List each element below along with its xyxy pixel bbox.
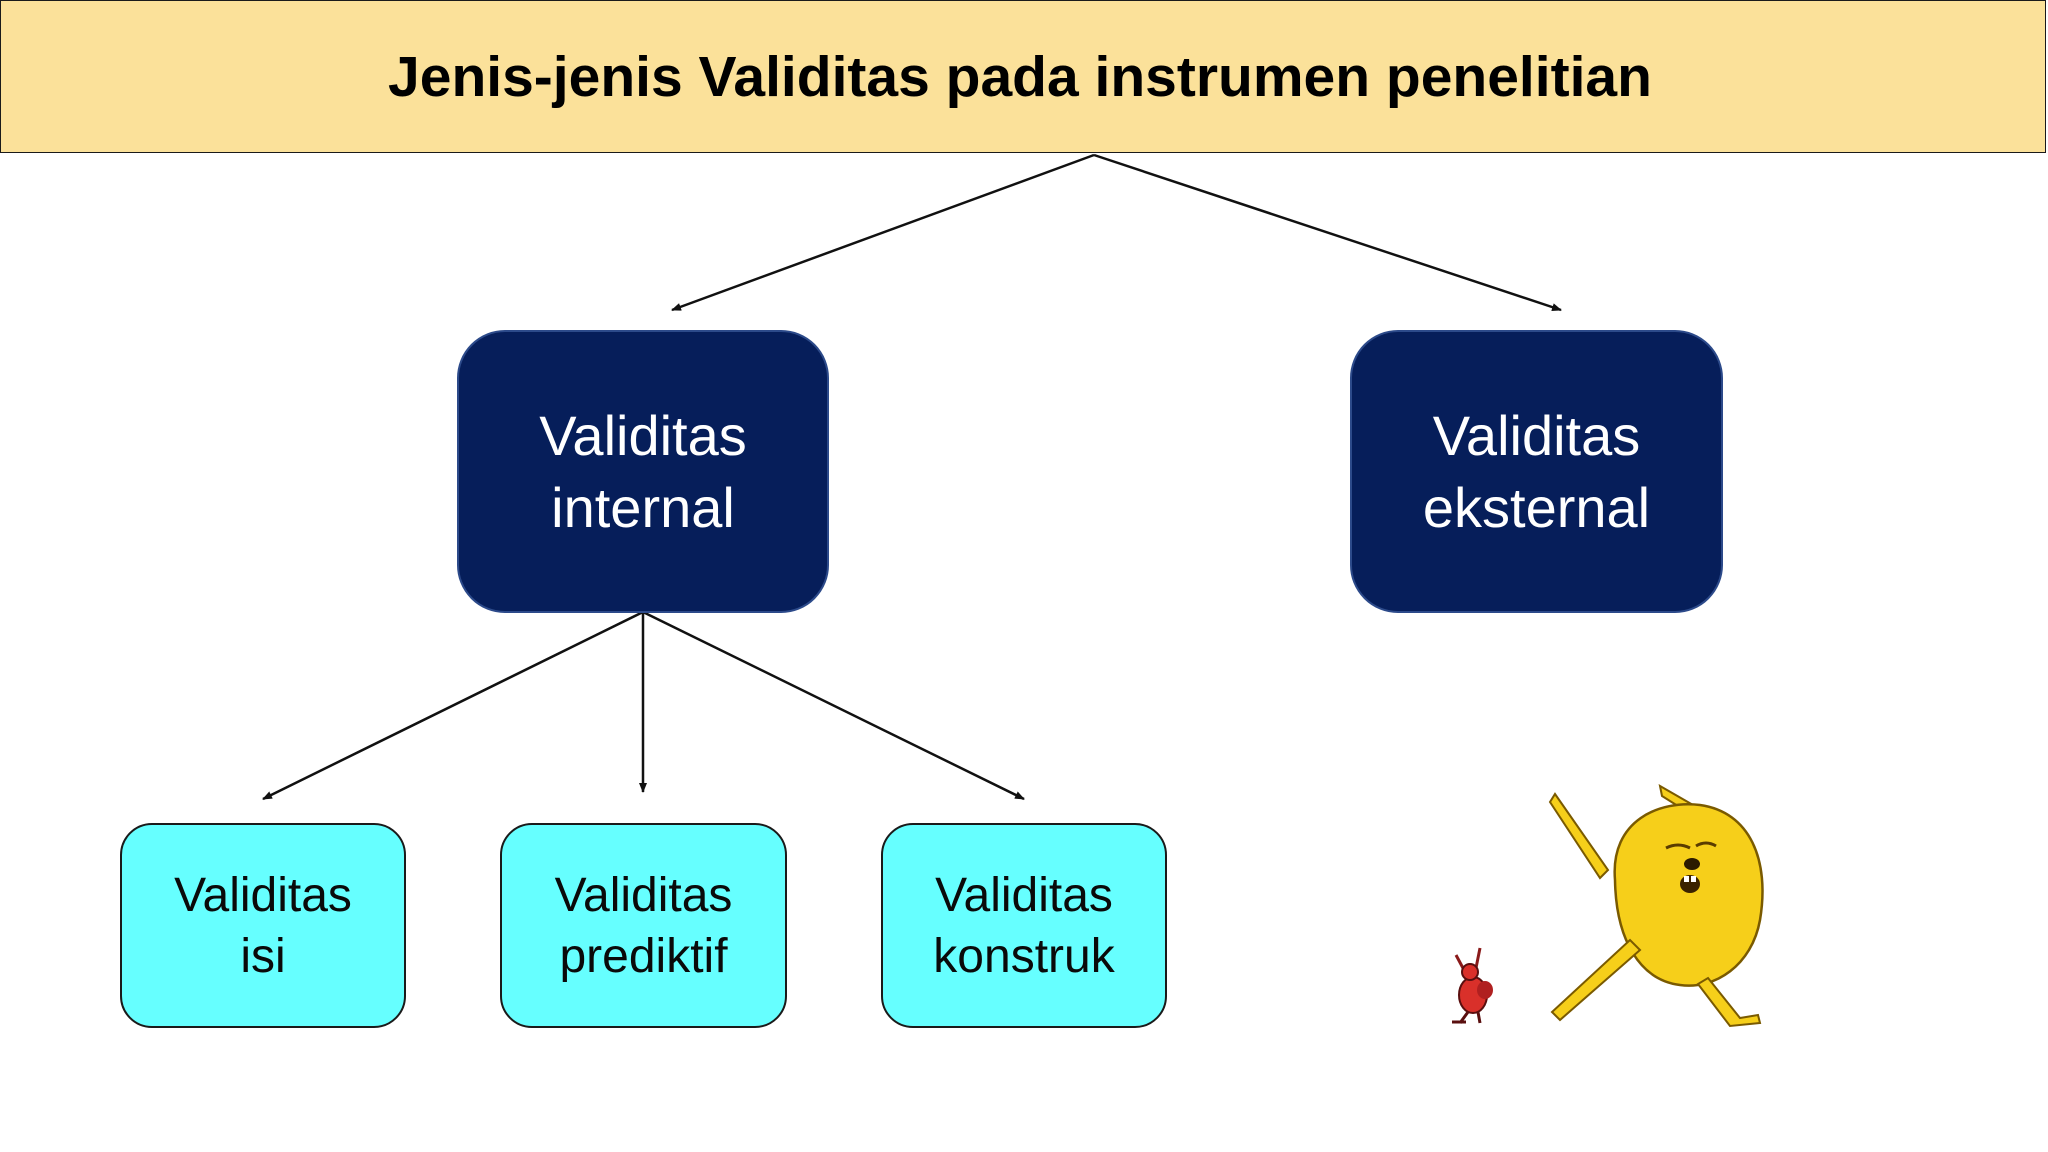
node-validitas-eksternal: Validitas eksternal	[1350, 330, 1723, 613]
node-label-line2: prediktif	[559, 929, 728, 983]
title-bar: Jenis-jenis Validitas pada instrumen pen…	[0, 0, 2046, 153]
node-label-line1: Validitas	[935, 868, 1113, 922]
node-label-line2: isi	[240, 929, 286, 983]
node-label-line2: eksternal	[1422, 475, 1651, 539]
arrow-internal-to-isi	[262, 610, 644, 801]
node-label-line2: konstruk	[933, 929, 1115, 983]
arrow-title-to-eksternal	[1093, 153, 1562, 312]
yellow-dog-icon	[1548, 784, 1764, 1028]
node-label-line1: Validitas	[174, 868, 352, 922]
red-creature-icon	[1452, 947, 1493, 1024]
arrow-internal-to-konstruk	[642, 610, 1025, 801]
page-title: Jenis-jenis Validitas pada instrumen pen…	[388, 44, 1652, 109]
node-label-line1: Validitas	[1432, 403, 1641, 467]
node-validitas-konstruk: Validitas konstruk	[881, 823, 1167, 1028]
node-validitas-prediktif: Validitas prediktif	[500, 823, 787, 1028]
node-label-line1: Validitas	[539, 403, 747, 467]
node-validitas-internal: Validitas internal	[457, 330, 829, 613]
arrow-title-to-internal	[671, 153, 1095, 312]
node-validitas-isi: Validitas isi	[120, 823, 406, 1028]
node-label-line1: Validitas	[554, 868, 733, 922]
cartoon-illustration	[1452, 784, 1764, 1028]
node-label-line2: internal	[551, 475, 735, 539]
